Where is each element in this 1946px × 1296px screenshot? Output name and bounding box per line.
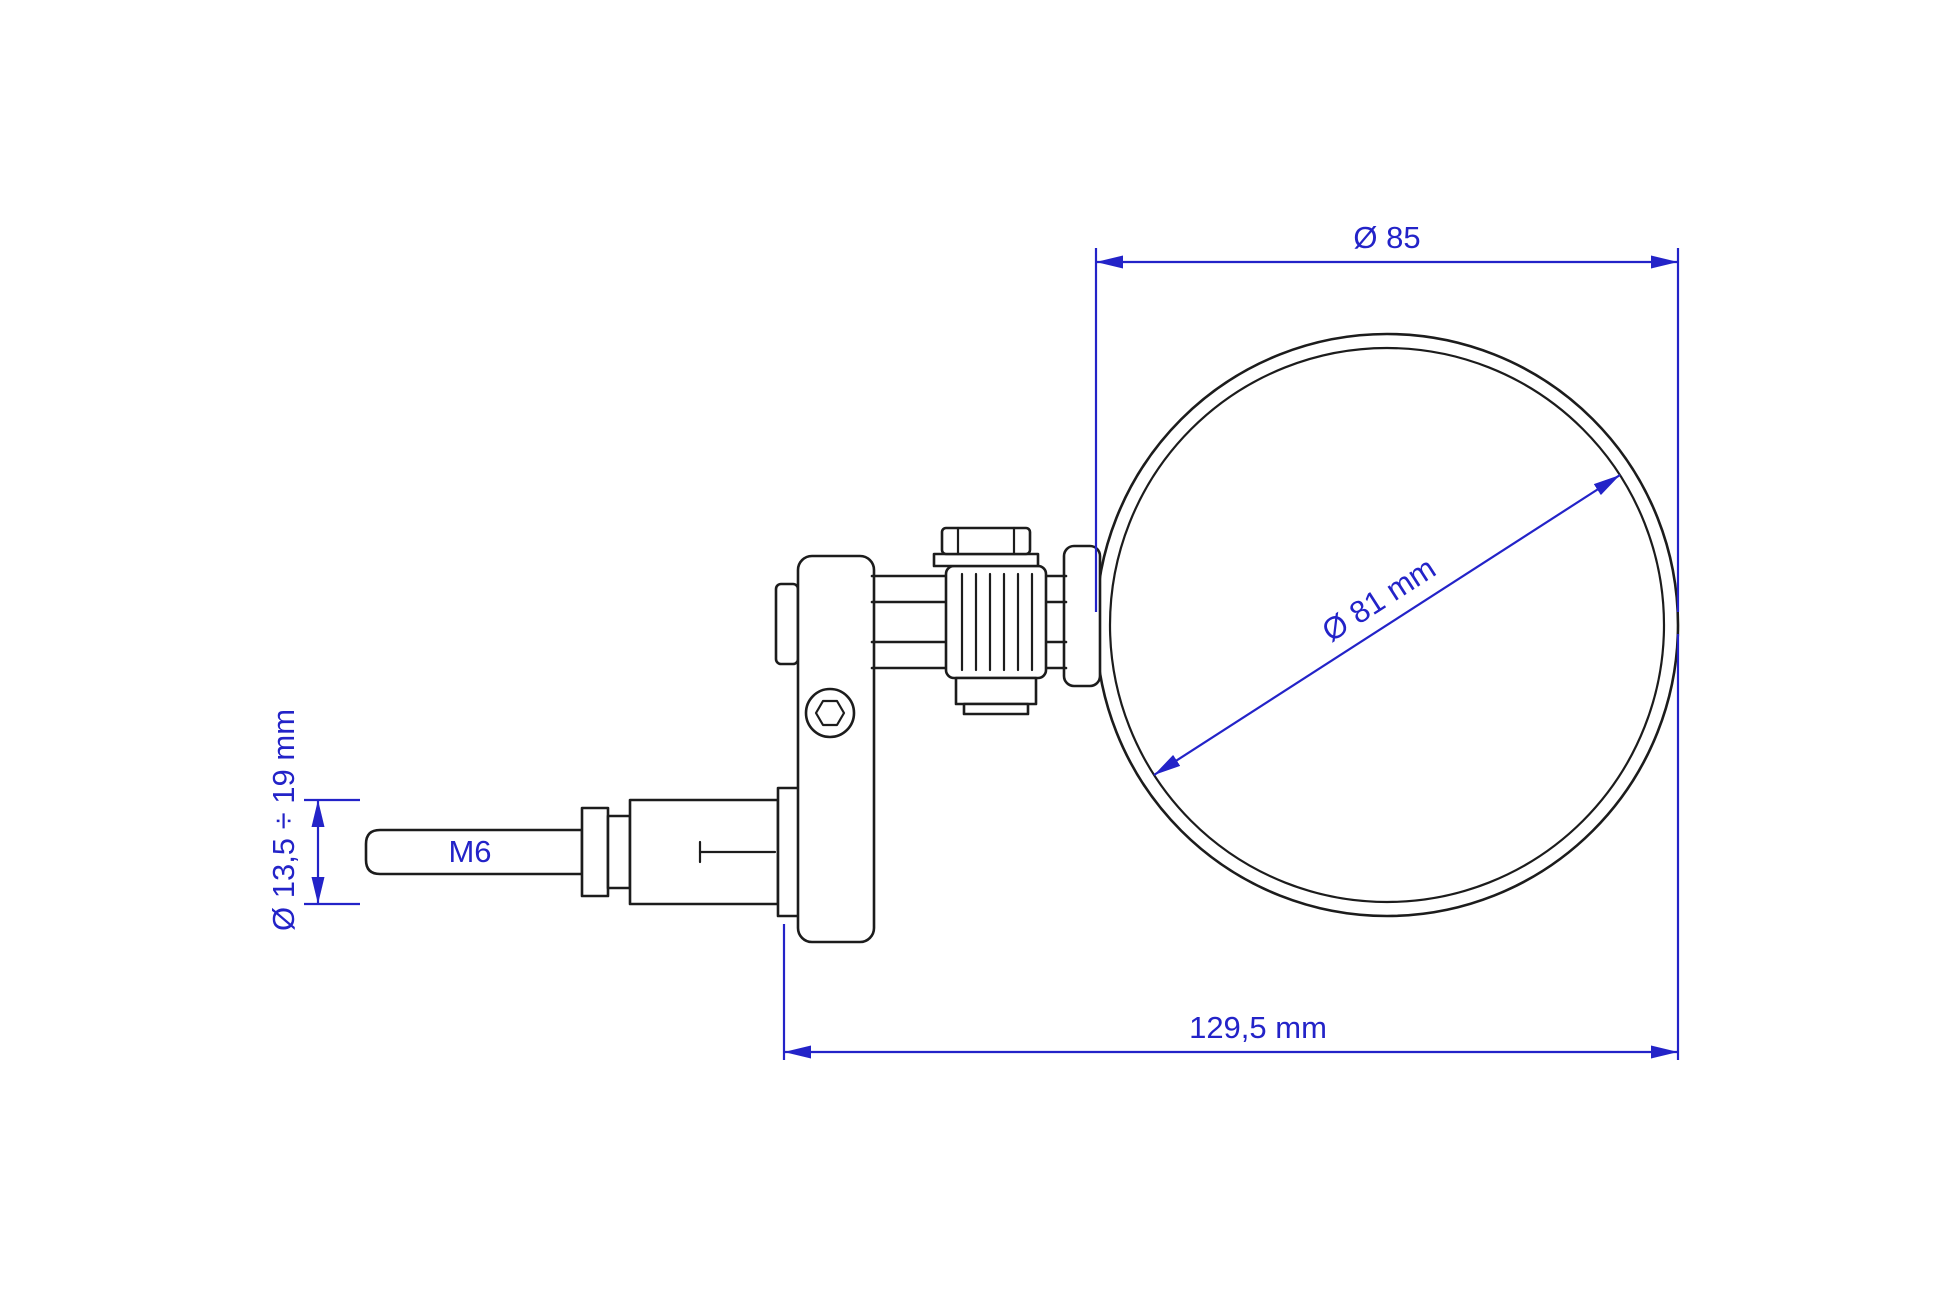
pivot-nut-washer bbox=[962, 702, 1030, 716]
dimension-overall-length: 129,5 mm bbox=[782, 634, 1680, 1060]
mirror-head bbox=[1062, 332, 1680, 918]
dimension-label-overall-length: 129,5 mm bbox=[1189, 1010, 1327, 1045]
dimension-label-mirror-glass: Ø 81 mm bbox=[1316, 550, 1442, 648]
pivot-nut bbox=[954, 676, 1038, 706]
bolt-shaft bbox=[364, 828, 584, 876]
mirror-mount-boss bbox=[1062, 544, 1102, 688]
pivot-slot-lines bbox=[960, 572, 1034, 672]
pivot-bolt-cap bbox=[940, 526, 1032, 556]
dimension-mirror-glass: Ø 81 mm bbox=[1153, 474, 1621, 776]
thread-label: M6 bbox=[448, 834, 491, 869]
bolt-collar-inner bbox=[606, 814, 632, 890]
bracket-body bbox=[796, 554, 876, 944]
socket-screw-hex bbox=[814, 699, 846, 727]
bar-end-expander bbox=[628, 786, 802, 918]
bracket-ear bbox=[774, 582, 800, 666]
dimension-mount-range: Ø 13,5 ÷ 19 mm bbox=[266, 709, 360, 931]
dimension-top-diameter: Ø 85 bbox=[1094, 220, 1680, 612]
dimension-label-mount-range: Ø 13,5 ÷ 19 mm bbox=[266, 709, 301, 931]
dimension-label-top-diameter: Ø 85 bbox=[1353, 220, 1420, 255]
clamp-assembly bbox=[870, 526, 1068, 716]
bolt-collar-outer bbox=[580, 806, 610, 898]
mount-bracket bbox=[774, 554, 876, 944]
m6-bolt bbox=[364, 806, 632, 898]
pivot-bolt-washer bbox=[932, 552, 1040, 568]
dimension-line bbox=[1153, 474, 1621, 776]
socket-screw-head bbox=[804, 687, 856, 739]
mirror-inner-circle bbox=[1108, 346, 1666, 904]
